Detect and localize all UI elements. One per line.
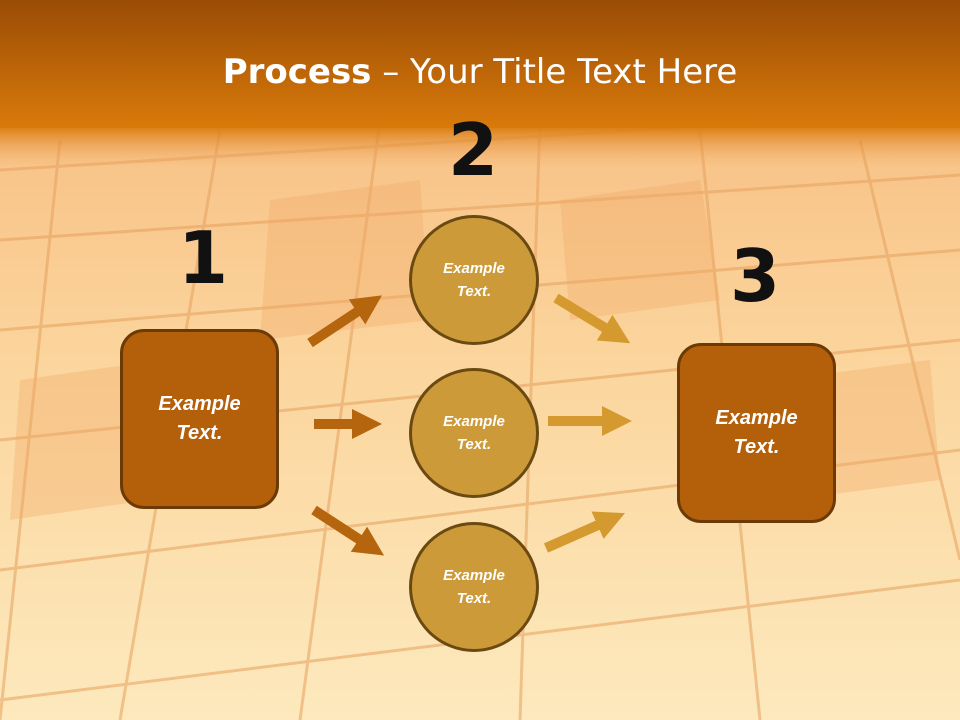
right-box-line2: Text. [733, 436, 780, 458]
circle-top-line2: Text. [456, 283, 492, 300]
left-box-line2: Text. [176, 422, 223, 444]
title-bold-part: Process [222, 52, 372, 92]
slide-title: Process – Your Title Text Here [0, 52, 960, 92]
process-circle-middle: Example Text. [409, 368, 539, 498]
circle-top-line1: Example [443, 260, 505, 277]
left-box-line1: Example [158, 393, 241, 415]
process-circle-bottom: Example Text. [409, 522, 539, 652]
circle-middle-line1: Example [443, 413, 505, 430]
process-circle-top: Example Text. [409, 215, 539, 345]
circle-bottom-line2: Text. [456, 590, 492, 607]
step-number-2: 2 [448, 108, 499, 192]
right-box-line1: Example [715, 407, 798, 429]
circle-bottom-line1: Example [443, 567, 505, 584]
left-process-box: Example Text. [120, 329, 279, 509]
step-number-1: 1 [178, 216, 229, 300]
right-process-box: Example Text. [677, 343, 836, 523]
circle-middle-line2: Text. [456, 436, 492, 453]
step-number-3: 3 [730, 234, 781, 318]
title-rest-part: – Your Title Text Here [371, 52, 738, 92]
